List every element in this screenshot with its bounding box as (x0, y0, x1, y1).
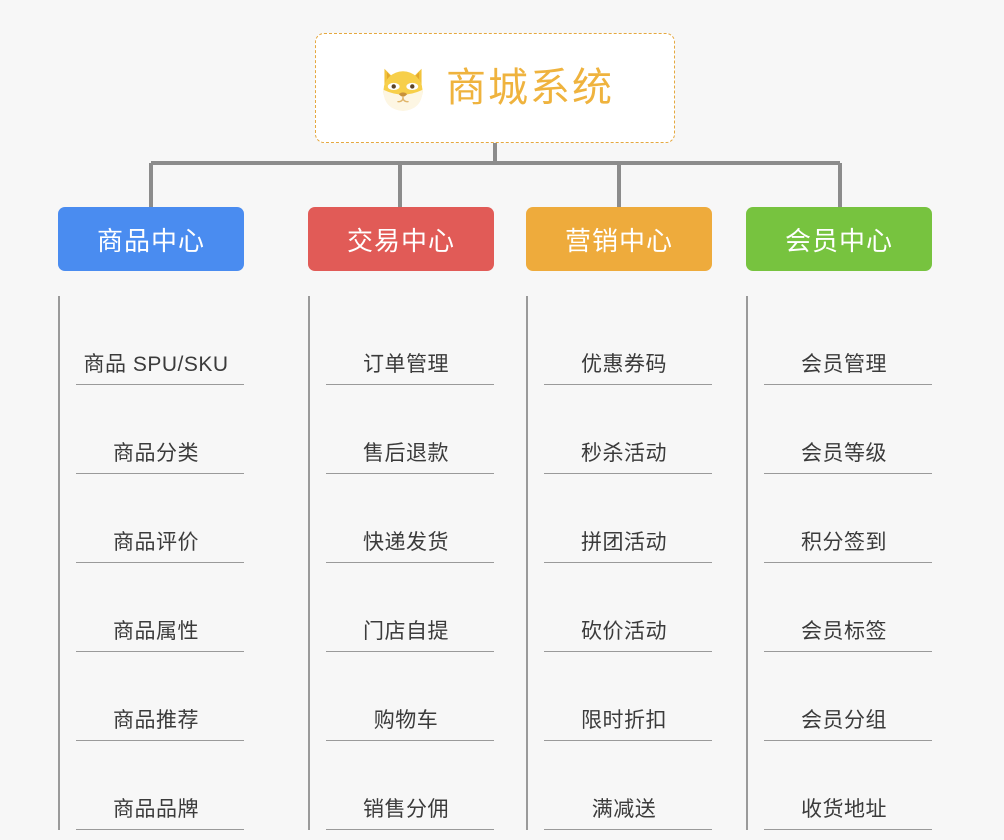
category-header-label: 营销中心 (564, 225, 673, 256)
list-item[interactable]: 砍价活动 (544, 563, 712, 652)
list-item[interactable]: 购物车 (326, 652, 494, 741)
category-header-label: 商品中心 (96, 225, 205, 256)
list-item[interactable]: 会员标签 (764, 563, 932, 652)
category-header-label: 会员中心 (784, 225, 893, 256)
list-item[interactable]: 售后退款 (326, 385, 494, 474)
list-item[interactable]: 拼团活动 (544, 474, 712, 563)
category-header-trade[interactable]: 交易中心 (308, 207, 494, 271)
category-column-product: 商品中心 商品 SPU/SKU 商品分类 商品评价 商品属性 商品推荐 商品品牌 (58, 207, 244, 830)
category-header-product[interactable]: 商品中心 (58, 207, 244, 271)
list-item[interactable]: 收货地址 (764, 741, 932, 830)
list-item[interactable]: 商品分类 (76, 385, 244, 474)
list-item[interactable]: 销售分佣 (326, 741, 494, 830)
list-item[interactable]: 会员等级 (764, 385, 932, 474)
leaf-list-member: 会员管理 会员等级 积分签到 会员标签 会员分组 收货地址 (746, 296, 932, 830)
leaf-list-trade: 订单管理 售后退款 快递发货 门店自提 购物车 销售分佣 (308, 296, 494, 830)
list-item[interactable]: 商品品牌 (76, 741, 244, 830)
list-item[interactable]: 商品属性 (76, 563, 244, 652)
root-node[interactable]: 商城系统 (315, 33, 675, 143)
category-column-member: 会员中心 会员管理 会员等级 积分签到 会员标签 会员分组 收货地址 (746, 207, 932, 830)
category-column-marketing: 营销中心 优惠券码 秒杀活动 拼团活动 砍价活动 限时折扣 满减送 (526, 207, 712, 830)
category-header-marketing[interactable]: 营销中心 (526, 207, 712, 271)
list-item[interactable]: 订单管理 (326, 296, 494, 385)
list-item[interactable]: 快递发货 (326, 474, 494, 563)
leaf-list-marketing: 优惠券码 秒杀活动 拼团活动 砍价活动 限时折扣 满减送 (526, 296, 712, 830)
list-item[interactable]: 商品评价 (76, 474, 244, 563)
list-item[interactable]: 满减送 (544, 741, 712, 830)
shiba-dog-icon (383, 68, 423, 111)
list-item[interactable]: 会员分组 (764, 652, 932, 741)
list-item[interactable]: 商品 SPU/SKU (76, 296, 244, 385)
list-item[interactable]: 商品推荐 (76, 652, 244, 741)
category-header-member[interactable]: 会员中心 (746, 207, 932, 271)
list-item[interactable]: 优惠券码 (544, 296, 712, 385)
list-item[interactable]: 秒杀活动 (544, 385, 712, 474)
list-item[interactable]: 会员管理 (764, 296, 932, 385)
root-title: 商城系统 (446, 66, 614, 110)
category-header-label: 交易中心 (346, 225, 455, 256)
leaf-list-product: 商品 SPU/SKU 商品分类 商品评价 商品属性 商品推荐 商品品牌 (58, 296, 244, 830)
list-item[interactable]: 积分签到 (764, 474, 932, 563)
list-item[interactable]: 门店自提 (326, 563, 494, 652)
category-column-trade: 交易中心 订单管理 售后退款 快递发货 门店自提 购物车 销售分佣 (308, 207, 494, 830)
list-item[interactable]: 限时折扣 (544, 652, 712, 741)
